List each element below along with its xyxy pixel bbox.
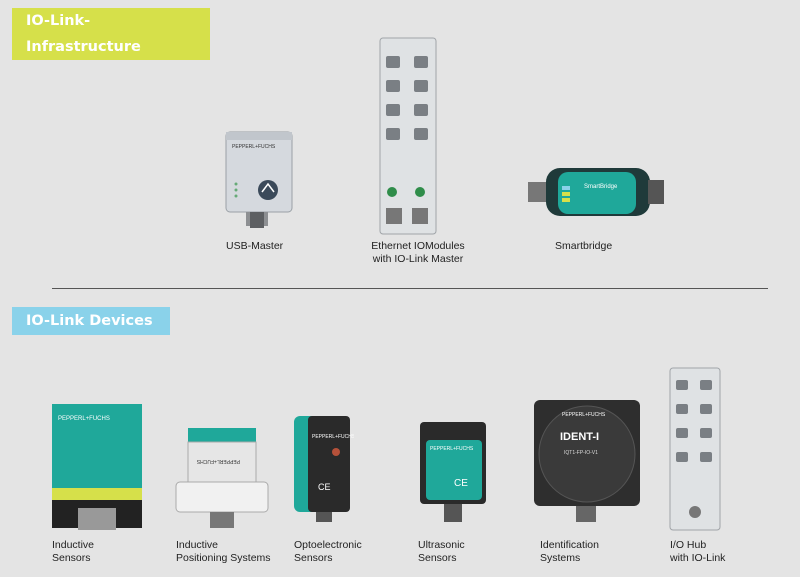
opto-brand: PEPPERL+FUCHS	[312, 434, 354, 440]
label-usb-master: USB-Master	[226, 240, 284, 252]
ident-title: IDENT-I	[560, 431, 599, 443]
section-divider	[52, 288, 768, 289]
ultrasonic-sensor-image: PEPPERL+FUCHS CE	[420, 422, 486, 522]
section-title-devices: IO-Link Devices	[12, 307, 170, 335]
smartbridge-logo: SmartBridge	[584, 184, 618, 190]
usb-master-brand: PEPPERL+FUCHS	[232, 144, 276, 150]
usb-master-image: PEPPERL+FUCHS	[225, 131, 293, 228]
opto-ce-mark: CE	[318, 482, 331, 492]
smartbridge-image: SmartBridge	[528, 168, 664, 216]
identification-system-image: PEPPERL+FUCHS IDENT-I IQT1-FP-IO-V1	[534, 400, 640, 522]
inductive-sensor-image: PEPPERL+FUCHS	[52, 404, 142, 530]
inductive-positioning-image: PEPPERL+FUCHS	[175, 428, 269, 528]
ident-brand: PEPPERL+FUCHS	[562, 412, 606, 418]
ultrasonic-ce-mark: CE	[454, 478, 468, 489]
optoelectronic-sensor-image: PEPPERL+FUCHS CE	[294, 416, 354, 522]
ultrasonic-brand: PEPPERL+FUCHS	[430, 446, 474, 452]
positioning-brand: PEPPERL+FUCHS	[196, 458, 240, 464]
inductive-sensor-brand: PEPPERL+FUCHS	[58, 416, 110, 422]
label-smartbridge: Smartbridge	[555, 240, 613, 252]
ident-model: IQT1-FP-IO-V1	[564, 450, 598, 456]
ethernet-iomodule-image	[379, 37, 437, 235]
section-title-infrastructure: IO-Link-Infrastructure	[12, 8, 210, 60]
io-hub-image	[669, 367, 721, 531]
